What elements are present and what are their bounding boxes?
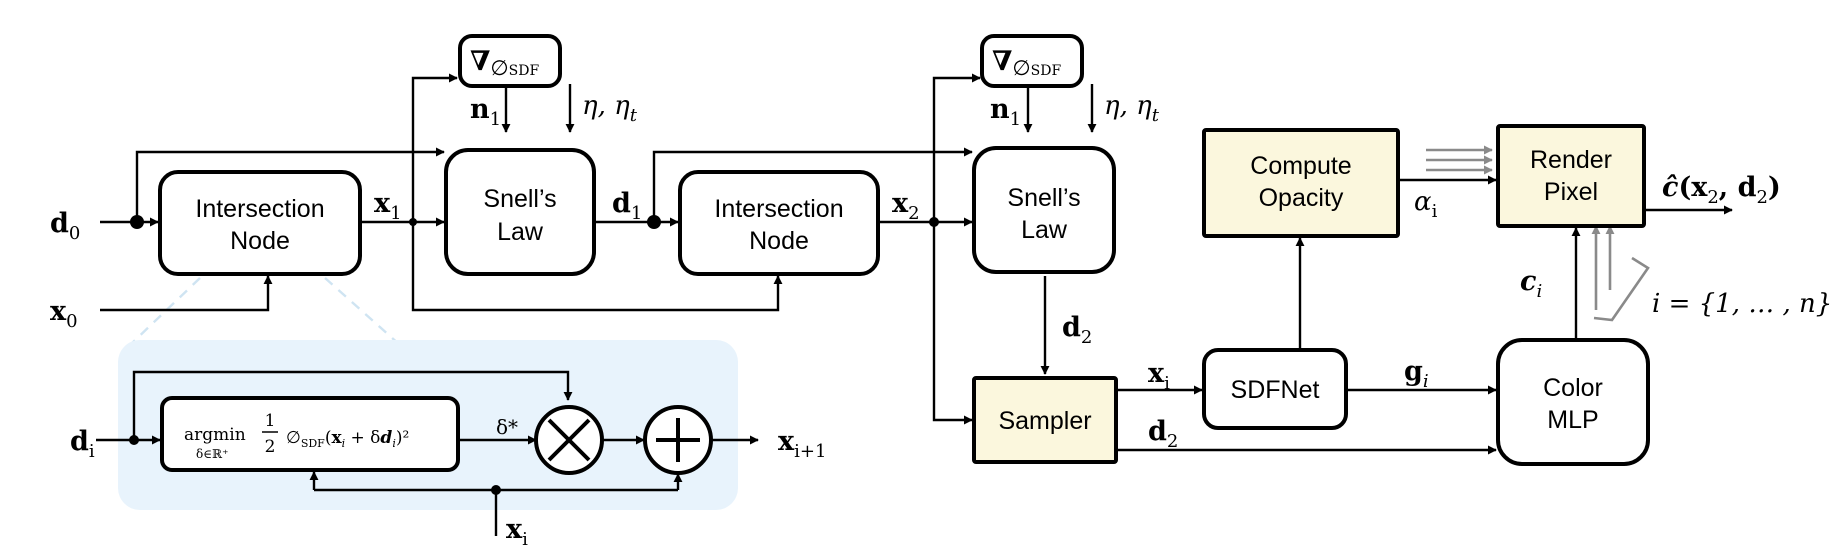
label-xi: xi	[1148, 358, 1170, 394]
label-eta-stage1: η, ηt	[582, 91, 638, 126]
label-eta-stage2: η, ηt	[1104, 91, 1160, 126]
snells-law-1-line-1: Snell’s	[483, 185, 556, 213]
sampler-box: Sampler	[972, 376, 1118, 464]
snells-law-2-line-1: Snell’s	[1007, 184, 1080, 212]
inset-junction-d	[129, 435, 139, 445]
sdf-sub-2: SDF	[1031, 63, 1062, 79]
intersection-node-2-line-2: Node	[749, 227, 809, 255]
color-mlp-line-1: Color	[1543, 374, 1603, 402]
fraction-denominator: 2	[265, 437, 276, 457]
nabla-2: ∇	[992, 46, 1012, 77]
label-n1-stage1: n1	[470, 94, 501, 130]
intersection-node-2: Intersection Node	[678, 170, 880, 276]
compute-opacity-line-2: Opacity	[1259, 184, 1344, 212]
argmin-text: argmin	[184, 425, 246, 445]
intersection-node-1: Intersection Node	[158, 170, 362, 276]
snells-law-1-line-2: Law	[497, 218, 544, 246]
gradient-sdf-box-1: ∇∅SDF	[458, 34, 562, 88]
inset-label-xi: xi	[506, 514, 528, 550]
render-pixel-box: Render Pixel	[1496, 124, 1646, 228]
label-alpha-i: αi	[1414, 187, 1438, 222]
label-d0: d0	[50, 208, 80, 244]
render-pixel-line-1: Render	[1530, 146, 1612, 174]
label-gi: gi	[1404, 356, 1429, 392]
phi-2: ∅	[1012, 56, 1030, 80]
svg-text:∇∅SDF: ∇∅SDF	[470, 46, 539, 80]
objective-expression: ∅SDF(xi + δdi)²	[286, 428, 409, 450]
render-pixel-line-2: Pixel	[1544, 178, 1598, 206]
intersection-node-1-line-2: Node	[230, 227, 290, 255]
compute-opacity-box: Compute Opacity	[1202, 128, 1400, 238]
nabla-1: ∇	[470, 46, 490, 77]
label-d1: d1	[612, 188, 642, 224]
connections	[100, 73, 1733, 455]
junction-dots	[130, 215, 939, 229]
multi-sample-arrows	[1426, 145, 1650, 322]
sdfnet-label: SDFNet	[1231, 376, 1320, 404]
label-output-color: ĉ(x2, d2)	[1662, 172, 1781, 208]
intersection-node-1-line-1: Intersection	[195, 195, 324, 223]
inset-connector-lines	[129, 277, 401, 346]
label-ci: ci	[1520, 266, 1542, 302]
intersection-node-2-line-1: Intersection	[714, 195, 843, 223]
brace-indicator	[1593, 256, 1650, 322]
sdfnet-box: SDFNet	[1202, 348, 1348, 430]
inset-label-x-next: xi+1	[778, 426, 826, 462]
sampler-label: Sampler	[998, 407, 1091, 435]
inset-label-delta-star: δ*	[496, 415, 518, 439]
label-x2: x2	[892, 188, 920, 224]
label-sample-range: i = {1, … , n}	[1652, 289, 1832, 319]
fraction-numerator: 1	[265, 411, 276, 431]
snells-law-2: Snell’s Law	[972, 146, 1116, 274]
inset-detail: argmin δ∈ℝ⁺ 1 2 ∅SDF(xi + δdi)² di δ* xi…	[70, 370, 826, 550]
label-x1: x1	[374, 188, 402, 224]
color-mlp-line-2: MLP	[1547, 406, 1598, 434]
argmin-subscript: δ∈ℝ⁺	[196, 447, 228, 461]
label-x0: x0	[50, 296, 78, 332]
label-d2-down: d2	[1062, 312, 1092, 348]
sdf-sub-1: SDF	[509, 63, 540, 79]
label-d2-right: d2	[1148, 416, 1178, 452]
gradient-sdf-box-2: ∇∅SDF	[980, 34, 1084, 88]
phi-1: ∅	[490, 56, 508, 80]
svg-text:∇∅SDF: ∇∅SDF	[992, 46, 1061, 80]
inset-label-di: di	[70, 426, 95, 462]
snells-law-2-line-2: Law	[1021, 216, 1068, 244]
math-labels: d0 x0 x1 n1 η, ηt d1 x2 n1 η, ηt d2 xi d…	[50, 91, 1832, 452]
argmin-box	[160, 396, 460, 472]
compute-opacity-line-1: Compute	[1250, 152, 1351, 180]
color-mlp-box: Color MLP	[1496, 338, 1650, 466]
inset-junction-x	[491, 485, 501, 495]
label-n1-stage2: n1	[990, 94, 1021, 130]
snells-law-1: Snell’s Law	[444, 148, 596, 276]
